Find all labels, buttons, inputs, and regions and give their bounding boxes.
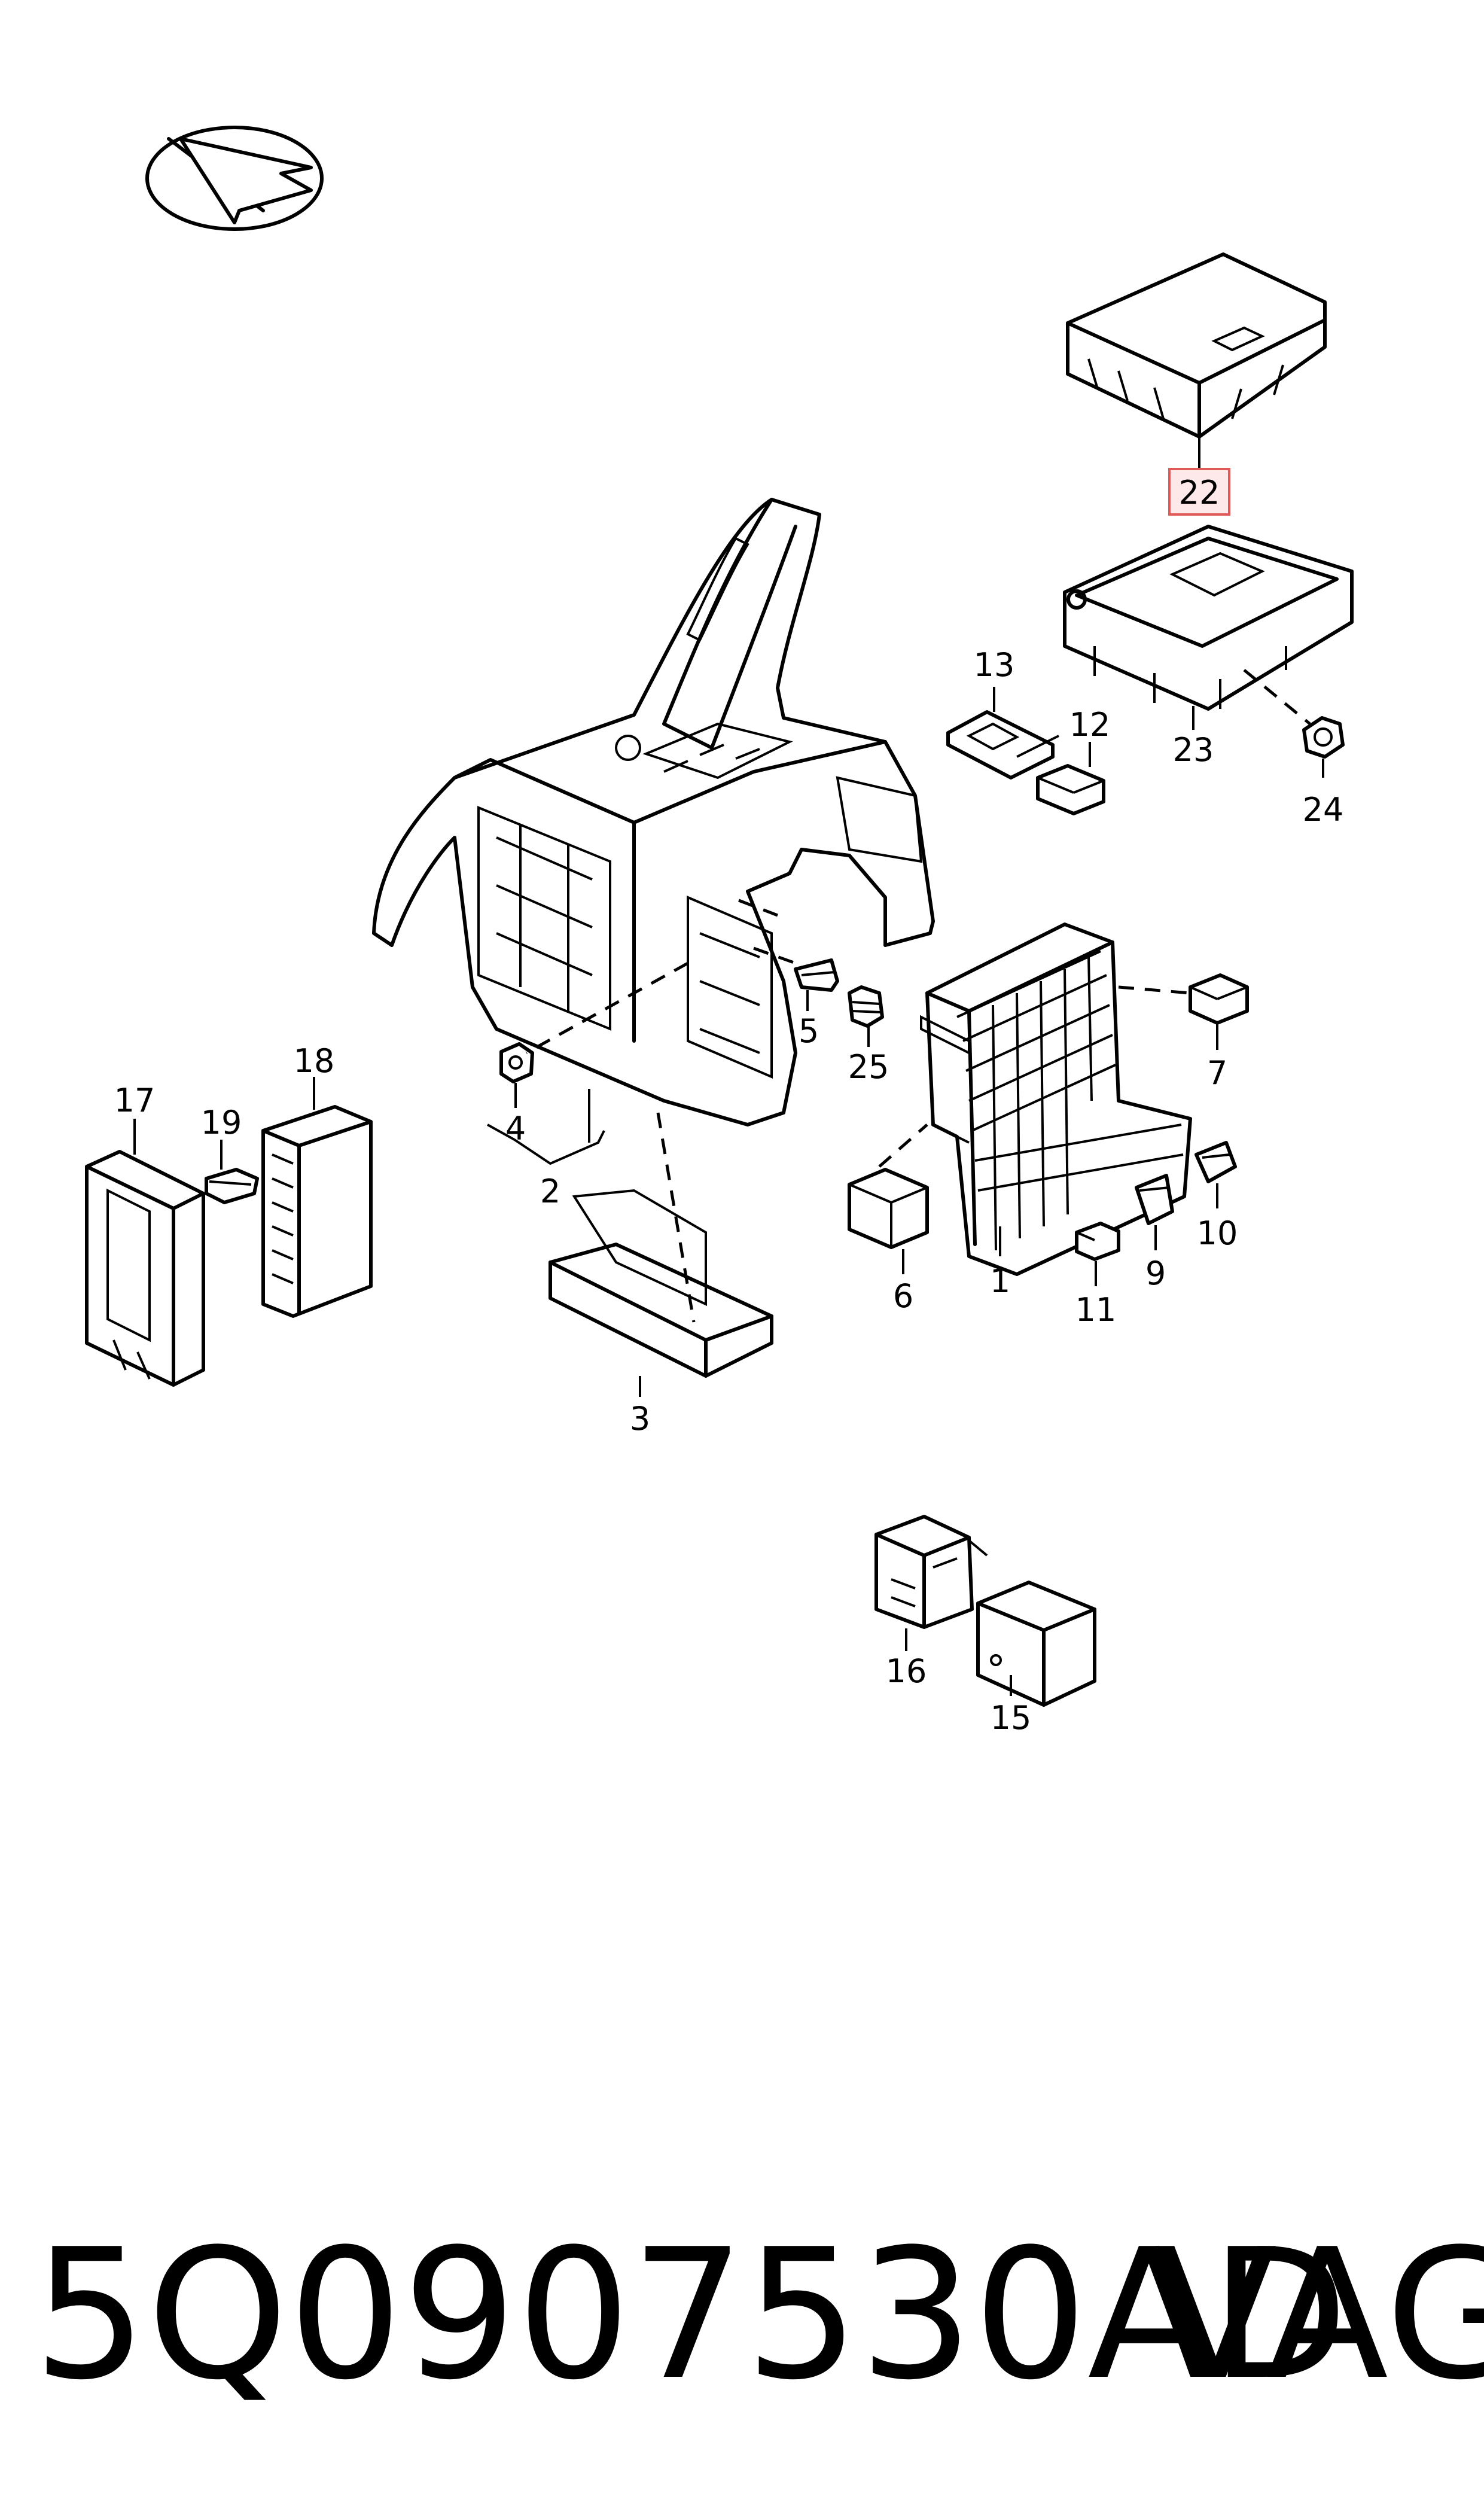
fuse-part-9 — [1135, 1174, 1174, 1225]
holder-part-23 — [1063, 525, 1354, 711]
callout-9: 9 — [1145, 1255, 1166, 1292]
callout-18: 18 — [294, 1042, 335, 1080]
fuse-part-11 — [1075, 1222, 1120, 1261]
relay-carrier-part-17 — [85, 1150, 205, 1387]
main-housing-part-2 — [372, 498, 935, 1126]
control-unit-part-22[interactable] — [1066, 252, 1327, 439]
callout-2: 2 — [540, 1173, 560, 1210]
fuse-part-19 — [205, 1168, 259, 1204]
callout-7: 7 — [1207, 1054, 1227, 1092]
callout-25: 25 — [848, 1048, 889, 1086]
callout-19: 19 — [201, 1104, 242, 1141]
brand-name: VAG — [1154, 2211, 1484, 2419]
callout-16: 16 — [886, 1652, 927, 1690]
cover-part-3 — [548, 1189, 773, 1378]
fuse-part-10 — [1194, 1141, 1237, 1183]
fuse-relay-carrier-part-1 — [920, 922, 1192, 1276]
bracket-part-16 — [874, 1515, 988, 1629]
footer: 5Q0907530AD VAG — [0, 2225, 1484, 2405]
callout-15: 15 — [991, 1699, 1032, 1737]
fuse-holder-part-18 — [261, 1105, 373, 1318]
callout-13: 13 — [974, 646, 1015, 684]
part-number: 5Q0907530AD — [33, 2211, 1349, 2419]
nut-part-24 — [1302, 716, 1345, 759]
grommet-part-25 — [848, 985, 884, 1028]
callout-1: 1 — [990, 1262, 1010, 1300]
bolt-part-5 — [794, 958, 839, 992]
callout-6: 6 — [893, 1277, 913, 1315]
callout-10: 10 — [1197, 1214, 1238, 1252]
callout-24: 24 — [1303, 791, 1344, 829]
connector-part-6 — [848, 1168, 929, 1249]
callout-3: 3 — [630, 1400, 650, 1438]
clip-part-13 — [946, 710, 1059, 780]
svg-text:22: 22 — [1179, 474, 1220, 511]
callout-11: 11 — [1075, 1291, 1117, 1329]
callout-23: 23 — [1173, 731, 1214, 769]
direction-arrow-icon — [145, 126, 324, 231]
callout-5: 5 — [799, 1012, 819, 1050]
callout-22[interactable]: 22 — [1168, 468, 1230, 516]
callout-12: 12 — [1069, 706, 1111, 744]
relay-part-15 — [976, 1581, 1096, 1707]
relay-part-12 — [1036, 764, 1105, 815]
clip-part-4 — [499, 1042, 534, 1083]
relay-part-7 — [1189, 973, 1249, 1025]
callout-17: 17 — [114, 1082, 156, 1119]
